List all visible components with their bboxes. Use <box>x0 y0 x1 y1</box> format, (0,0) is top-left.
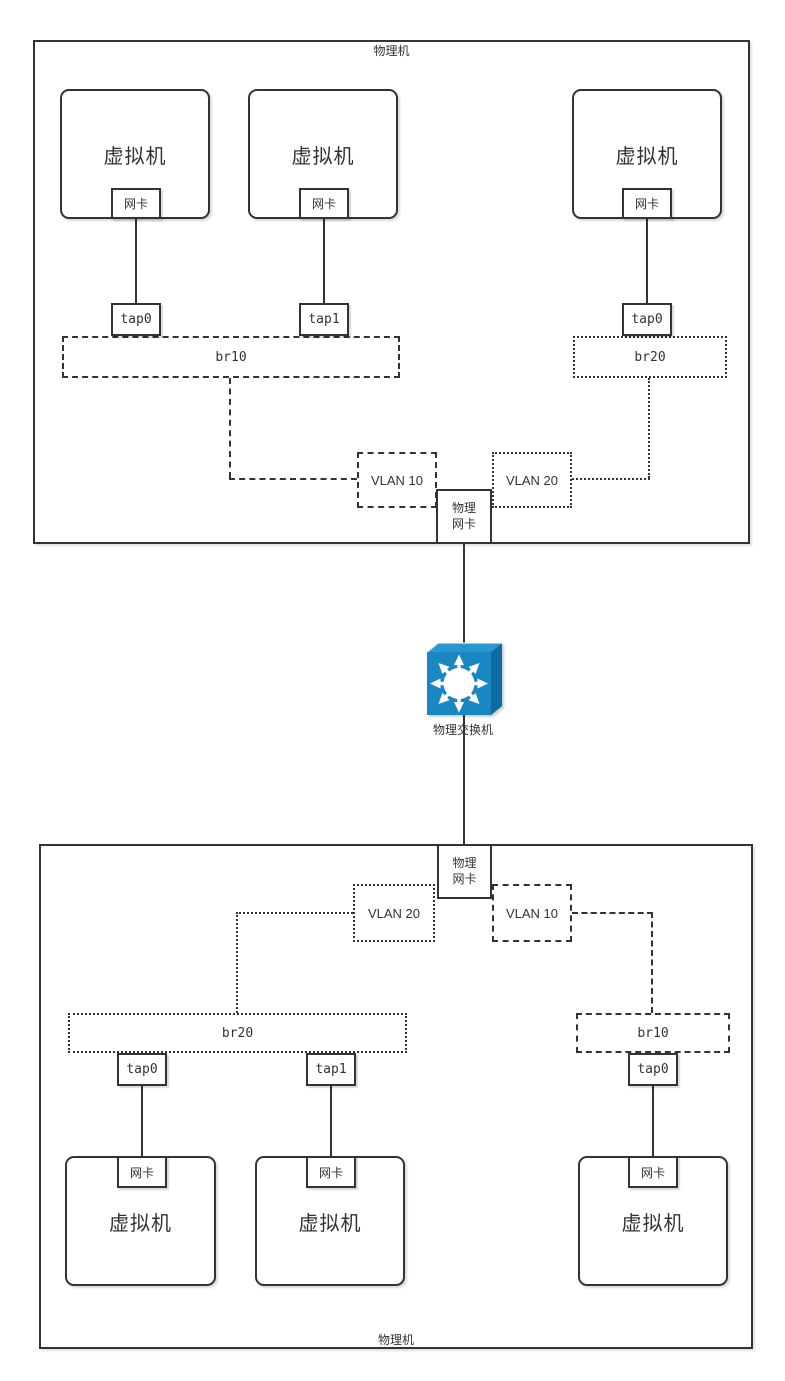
top-vm-3-nic-label: 网卡 <box>634 197 659 211</box>
top-br10-vlan10-link-h <box>229 478 357 480</box>
top-vlan10-label: VLAN 10 <box>370 472 424 488</box>
bottom-vm-1-label: 虚拟机 <box>109 1212 172 1235</box>
bottom-vlan10-br10-link-h <box>572 912 653 914</box>
top-vm-2-nic-label: 网卡 <box>311 197 336 211</box>
bottom-vlan20-br20-link-v <box>236 912 238 1013</box>
bottom-vm-1-nic: 网卡 <box>117 1156 167 1188</box>
top-vm-2-label: 虚拟机 <box>291 145 355 168</box>
top-vm-1-nic: 网卡 <box>111 188 161 219</box>
bottom-vm-3-nic-label: 网卡 <box>640 1165 665 1180</box>
bottom-vm-1-nic-label: 网卡 <box>129 1165 154 1180</box>
switch-arrows <box>428 654 490 715</box>
top-tap0-label: tap0 <box>120 312 152 327</box>
top-vm-1: 虚拟机 <box>60 89 210 219</box>
bottom-vm-2-nic-label: 网卡 <box>318 1165 343 1180</box>
top-vm-3-nic: 网卡 <box>622 188 672 219</box>
top-vm2-tap-link <box>323 219 325 303</box>
bottom-vlan10-br10-link-v <box>651 912 653 1013</box>
bottom-physical-nic-label: 物理网卡 <box>452 855 477 886</box>
bottom-vlan20-label: VLAN 20 <box>367 905 421 921</box>
top-tap0-right-label: tap0 <box>631 312 663 327</box>
switch-side-face <box>491 643 502 715</box>
bottom-tap1: tap1 <box>306 1053 356 1086</box>
top-vlan20-box: VLAN 20 <box>492 452 572 508</box>
bottom-vm-3-label: 虚拟机 <box>621 1212 685 1235</box>
top-bridge-br20: br20 <box>573 336 727 378</box>
bottom-vlan10-box: VLAN 10 <box>492 884 572 942</box>
bottom-vm-1: 虚拟机 <box>65 1156 216 1286</box>
top-vm-1-nic-label: 网卡 <box>123 197 148 211</box>
top-tap0-right: tap0 <box>622 303 672 336</box>
switch-top-highlight <box>426 642 502 653</box>
bottom-bridge-br20: br20 <box>68 1013 407 1053</box>
bottom-vlan20-box: VLAN 20 <box>353 884 435 942</box>
bottom-tap0r-vm3-link <box>652 1086 654 1156</box>
top-vm3-tap-link <box>646 219 648 303</box>
top-tap0: tap0 <box>111 303 161 336</box>
bottom-tap0-right-label: tap0 <box>637 1062 669 1077</box>
top-vm1-tap-link <box>135 219 137 303</box>
top-bridge-br10: br10 <box>62 336 400 378</box>
top-bridge-br10-label: br10 <box>215 349 247 365</box>
top-vlan20-label: VLAN 20 <box>505 472 559 488</box>
switch-top-face <box>427 643 502 652</box>
bottom-tap1-vm2-link <box>330 1086 332 1156</box>
bottom-vm-3-nic: 网卡 <box>628 1156 678 1188</box>
top-br20-vlan20-link-h <box>572 478 650 480</box>
bottom-vlan20-br20-link-h <box>236 912 353 914</box>
top-vm-3-label: 虚拟机 <box>615 145 679 168</box>
bottom-physical-nic: 物理网卡 <box>437 844 492 899</box>
top-physical-nic-label: 物理网卡 <box>452 500 477 531</box>
bottom-vm-2-nic: 网卡 <box>306 1156 356 1188</box>
bottom-tap0-vm1-link <box>141 1086 143 1156</box>
bottom-bridge-br10-label: br10 <box>637 1025 669 1041</box>
top-vm-2-nic: 网卡 <box>299 188 349 219</box>
bottom-tap0-label: tap0 <box>126 1062 158 1077</box>
top-tap1: tap1 <box>299 303 349 336</box>
top-bridge-br20-label: br20 <box>634 349 666 365</box>
physical-switch-icon <box>426 642 502 715</box>
physical-switch-label: 物理交换机 <box>432 723 493 737</box>
top-physical-nic: 物理网卡 <box>436 489 492 544</box>
top-tap1-label: tap1 <box>308 312 340 327</box>
bottom-bridge-br20-label: br20 <box>221 1025 254 1041</box>
bottom-tap1-label: tap1 <box>315 1062 347 1077</box>
bottom-bridge-br10: br10 <box>576 1013 730 1053</box>
bottom-tap0-right: tap0 <box>628 1053 678 1086</box>
bottom-tap0: tap0 <box>117 1053 167 1086</box>
bottom-vm-2-label: 虚拟机 <box>298 1212 362 1235</box>
bottom-vlan10-label: VLAN 10 <box>505 905 559 921</box>
top-vm-1-label: 虚拟机 <box>103 145 167 168</box>
top-br20-vlan20-link-v <box>648 378 650 478</box>
top-br10-vlan10-link-v <box>229 378 231 478</box>
top-vlan10-box: VLAN 10 <box>357 452 437 508</box>
